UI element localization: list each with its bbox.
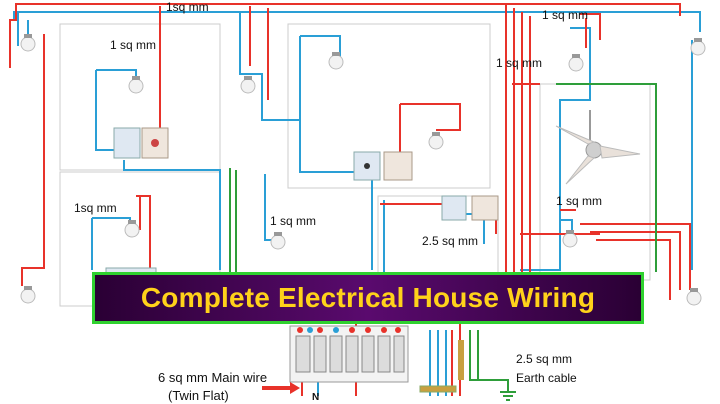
switch-boards	[105, 127, 499, 275]
phase-wires	[9, 3, 691, 396]
label-earth-size: 2.5 sq mm	[516, 352, 573, 366]
label-main-n: N	[312, 392, 320, 403]
room-right	[539, 83, 651, 281]
bulb-icon	[128, 76, 144, 94]
label-main-wire-type: (Twin Flat)	[168, 388, 229, 403]
bulb-icon	[328, 52, 344, 70]
bulb-icon	[20, 286, 36, 304]
bulb-icon	[240, 76, 256, 94]
switch-board-icon	[113, 127, 169, 159]
bulb-icon	[690, 38, 706, 56]
ceiling-fan-icon	[555, 110, 641, 185]
bulb-icon	[20, 34, 36, 52]
bulb-icon	[124, 220, 140, 238]
bulb-icon	[562, 230, 578, 248]
label-right-1sqmm: 1 sq mm	[496, 56, 543, 70]
label-right-lower-1sqmm: 1 sq mm	[556, 194, 603, 208]
earth-wires	[229, 83, 657, 392]
label-room1-1sqmm: 1 sq mm	[110, 38, 157, 52]
bulb-icon	[428, 132, 444, 150]
label-socket-25sqmm: 2.5 sq mm	[422, 234, 479, 248]
bulb-icon	[270, 232, 286, 250]
bulbs	[20, 34, 706, 306]
switch-board-icon	[441, 195, 499, 221]
bulb-icon	[568, 54, 584, 72]
distribution-board-icon	[289, 325, 464, 393]
label-middle-1sqmm: 1 sq mm	[270, 214, 317, 228]
banner-title: Complete Electrical House Wiring	[140, 282, 596, 313]
bulb-icon	[686, 288, 702, 306]
label-main-wire: 6 sq mm Main wire	[158, 370, 268, 385]
earth-icon	[500, 391, 516, 401]
label-top-right-1sqmm: 1 sq mm	[542, 8, 589, 22]
room-top-middle	[287, 23, 491, 189]
title-banner: Complete Electrical House Wiring	[92, 272, 644, 324]
switch-board-icon	[353, 151, 413, 181]
main-wire-arrow	[262, 382, 300, 394]
label-earth-cable: Earth cable	[516, 371, 577, 385]
label-left-lower-1sqmm: 1sq mm	[74, 201, 117, 215]
label-top-1sqmm: 1sq mm	[166, 0, 209, 14]
